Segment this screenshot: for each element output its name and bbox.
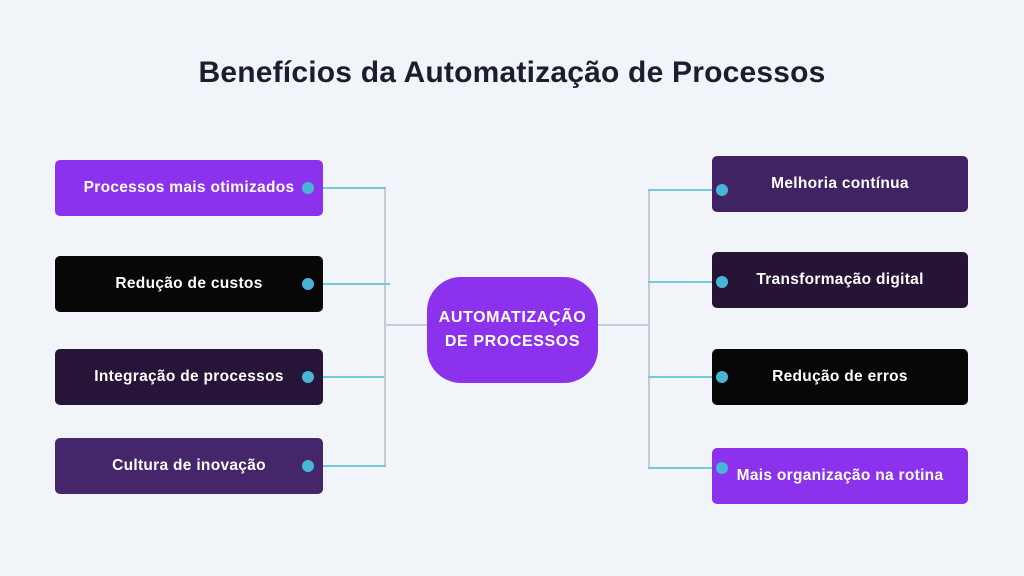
benefit-box-processos-mais-otimizados: Processos mais otimizados: [55, 160, 323, 216]
connector-dot: [302, 278, 314, 290]
central-topic-line2: DE PROCESSOS: [444, 333, 581, 350]
benefit-box-melhoria-continua: Melhoria contínua: [712, 156, 968, 212]
benefit-label: Transformação digital: [756, 271, 924, 288]
benefit-label: Cultura de inovação: [112, 457, 266, 474]
benefit-label: Redução de erros: [772, 368, 908, 385]
connector-dot: [302, 460, 314, 472]
benefit-label: Redução de custos: [115, 275, 263, 292]
benefit-box-cultura-de-inovacao: Cultura de inovação: [55, 438, 323, 494]
benefit-label: Processos mais otimizados: [83, 179, 295, 196]
branch-line: [302, 376, 384, 378]
benefit-box-reducao-de-custos: Redução de custos: [55, 256, 323, 312]
branch-line: [302, 187, 386, 189]
connector-dot: [716, 462, 728, 474]
connector-dot: [716, 371, 728, 383]
benefit-box-transformacao-digital: Transformação digital: [712, 252, 968, 308]
central-topic-node: AUTOMATIZAÇÃO DE PROCESSOS: [427, 277, 598, 383]
benefit-box-mais-organizacao-na-rotina: Mais organização na rotina: [712, 448, 968, 504]
branch-line: [648, 376, 728, 378]
central-topic-line1: AUTOMATIZAÇÃO: [438, 309, 587, 326]
left-branch-vertical-line: [384, 187, 386, 467]
connector-dot: [302, 371, 314, 383]
right-trunk-line: [597, 324, 649, 326]
branch-line: [648, 281, 728, 283]
benefit-box-integracao-de-processos: Integração de processos: [55, 349, 323, 405]
connector-dot: [716, 184, 728, 196]
benefit-label: Mais organização na rotina: [736, 467, 944, 484]
branch-line: [302, 465, 386, 467]
page-title: Benefícios da Automatização de Processos: [198, 56, 826, 89]
right-branch-vertical-line: [648, 189, 650, 469]
benefit-box-reducao-de-erros: Redução de erros: [712, 349, 968, 405]
connector-dot: [302, 182, 314, 194]
connector-dot: [716, 276, 728, 288]
benefit-label: Integração de processos: [94, 368, 284, 385]
benefit-label: Melhoria contínua: [771, 175, 909, 192]
branch-line: [648, 467, 728, 469]
branch-line: [648, 189, 728, 191]
branch-line: [302, 283, 390, 285]
left-trunk-line: [384, 324, 428, 326]
